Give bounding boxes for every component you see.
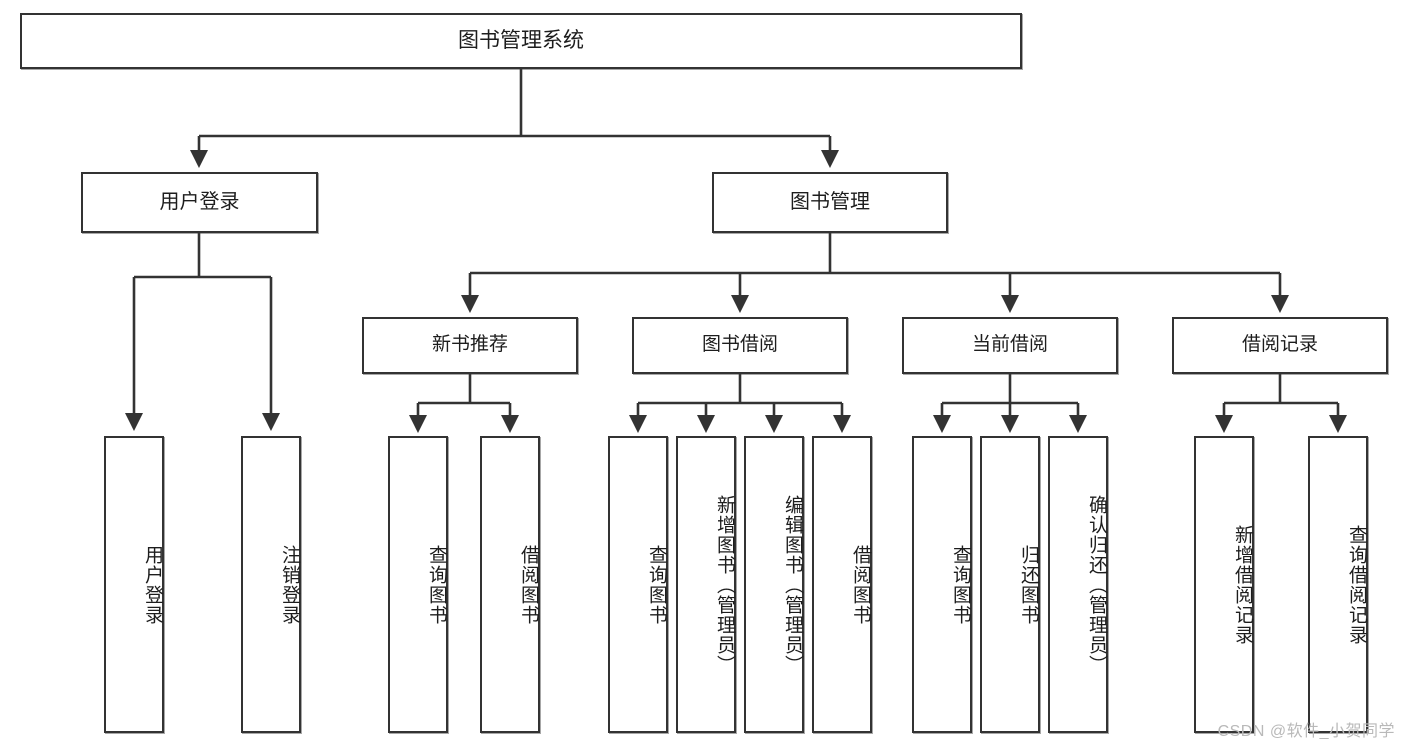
leaf-label: 查询图书	[426, 544, 447, 625]
node-current-borrow-label: 当前借阅	[971, 334, 1048, 356]
leaf-label: 借阅图书	[850, 544, 871, 625]
node-borrow-record-label: 借阅记录	[1241, 334, 1318, 356]
leaf-label: 确认归还（管理员）	[1086, 494, 1107, 675]
node-book-borrow-label: 图书借阅	[701, 334, 778, 356]
leaf-label: 借阅图书	[518, 544, 539, 625]
leaf-new-book-borrow[interactable]: 借阅图书	[480, 436, 540, 733]
leaf-label: 用户登录	[142, 544, 163, 625]
leaf-label: 查询图书	[950, 544, 971, 625]
leaf-book-borrow-borrow[interactable]: 借阅图书	[812, 436, 872, 733]
node-book-borrow[interactable]: 图书借阅	[632, 317, 848, 374]
leaf-label: 新增借阅记录	[1232, 524, 1253, 645]
node-new-book-recommend[interactable]: 新书推荐	[362, 317, 578, 374]
node-user-login[interactable]: 用户登录	[81, 172, 318, 233]
leaf-label: 归还图书	[1018, 544, 1039, 625]
leaf-label: 查询借阅记录	[1346, 524, 1367, 645]
leaf-book-borrow-edit[interactable]: 编辑图书（管理员）	[744, 436, 804, 733]
leaf-current-borrow-query[interactable]: 查询图书	[912, 436, 972, 733]
leaf-current-borrow-confirm-return[interactable]: 确认归还（管理员）	[1048, 436, 1108, 733]
leaf-current-borrow-return[interactable]: 归还图书	[980, 436, 1040, 733]
leaf-borrow-record-query[interactable]: 查询借阅记录	[1308, 436, 1368, 733]
leaf-user-login-login[interactable]: 用户登录	[104, 436, 164, 733]
node-user-login-label: 用户登录	[159, 190, 240, 213]
leaf-book-borrow-add[interactable]: 新增图书（管理员）	[676, 436, 736, 733]
node-root[interactable]: 图书管理系统	[20, 13, 1022, 69]
watermark: CSDN @软件_小贺同学	[1217, 723, 1395, 740]
leaf-label: 新增图书（管理员）	[714, 494, 735, 675]
leaf-label: 编辑图书（管理员）	[782, 494, 803, 675]
node-book-manage-label: 图书管理	[790, 190, 870, 213]
leaf-borrow-record-add[interactable]: 新增借阅记录	[1194, 436, 1254, 733]
node-book-manage[interactable]: 图书管理	[712, 172, 948, 233]
node-borrow-record[interactable]: 借阅记录	[1172, 317, 1388, 374]
node-current-borrow[interactable]: 当前借阅	[902, 317, 1118, 374]
node-root-label: 图书管理系统	[458, 28, 584, 52]
leaf-new-book-query[interactable]: 查询图书	[388, 436, 448, 733]
leaf-label: 注销登录	[279, 544, 300, 625]
leaf-label: 查询图书	[646, 544, 667, 625]
leaf-user-login-logout[interactable]: 注销登录	[241, 436, 301, 733]
node-new-book-recommend-label: 新书推荐	[431, 334, 508, 356]
leaf-book-borrow-query[interactable]: 查询图书	[608, 436, 668, 733]
